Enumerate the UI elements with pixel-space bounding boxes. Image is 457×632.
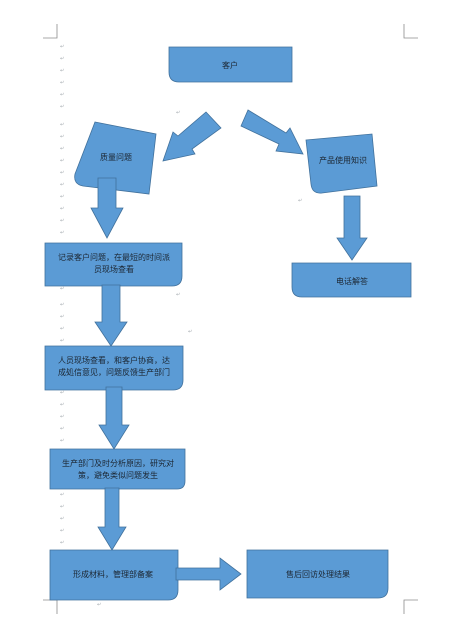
paragraph-mark: ↵ (60, 528, 64, 534)
onsite-check-line-2: 成処信意见，问题反馈生产部门 (58, 367, 170, 377)
quality-issue-box (74, 121, 157, 195)
paragraph-mark: ↵ (60, 414, 64, 420)
arrow-right-icon (175, 557, 242, 591)
paragraph-mark: ↵ (60, 516, 64, 522)
filing-label: 形成材料，管理部备案 (73, 569, 153, 579)
paragraph-mark: ↵ (60, 302, 64, 308)
phone-answer-box (291, 262, 412, 298)
paragraph-mark: ↵ (60, 104, 64, 110)
corner-mark-bottom-right (403, 599, 418, 614)
paragraph-mark: ↵ (60, 314, 64, 320)
paragraph-mark: ↵ (60, 146, 64, 152)
paragraph-mark: ↵ (60, 326, 64, 332)
page-corner-marks (43, 24, 418, 614)
paragraph-mark: ↵ (60, 504, 64, 510)
paragraph-mark: ↵ (176, 110, 180, 116)
customer-label: 客户 (222, 60, 238, 70)
production-analysis-line-1: 生产部门及时分析原因，研究对 (62, 458, 174, 468)
paragraph-mark: ↵ (298, 198, 302, 204)
quality-issue-label: 质量问题 (100, 152, 132, 162)
paragraph-mark: ↵ (60, 92, 64, 98)
onsite-check-line-1: 人员现场查看，和客户协商，达 (58, 355, 170, 365)
paragraph-mark: ↵ (60, 230, 64, 236)
onsite-check-box (44, 345, 184, 391)
paragraph-mark: ↵ (60, 134, 64, 140)
record-issue-line-1: 记录客户问题，在最短的时间派 (58, 252, 170, 262)
paragraph-mark: ↵ (60, 170, 64, 176)
arrow-down-2-icon (94, 284, 128, 347)
paragraph-mark: ↵ (60, 182, 64, 188)
corner-mark-bottom-left (43, 599, 58, 614)
paragraph-mark: ↵ (60, 438, 64, 444)
record-issue-line-2: 员现场查看 (94, 264, 134, 274)
customer-box (168, 46, 293, 83)
paragraph-mark: ↵ (60, 206, 64, 212)
record-issue-box (44, 242, 183, 287)
paragraph-mark: ↵ (60, 68, 64, 74)
paragraph-mark: ↵ (60, 44, 64, 50)
paragraph-mark: ↵ (60, 80, 64, 86)
paragraph-mark: ↵ (60, 390, 64, 396)
corner-mark-top-left (43, 24, 58, 39)
paragraph-mark: ↵ (60, 540, 64, 546)
paragraph-mark: ↵ (60, 218, 64, 224)
paragraph-mark: ↵ (60, 402, 64, 408)
paragraph-mark: ↵ (188, 329, 192, 335)
followup-label: 售后回访处理结果 (286, 569, 350, 579)
arrow-down-right-icon (336, 195, 368, 261)
paragraph-mark: ↵ (60, 194, 64, 200)
followup-box (246, 549, 389, 599)
corner-mark-top-right (403, 24, 418, 39)
paragraph-mark: ↵ (176, 292, 180, 298)
paragraph-mark: ↵ (60, 426, 64, 432)
product-knowledge-box (305, 133, 378, 194)
paragraph-mark: ↵ (60, 338, 64, 344)
paragraph-mark: ↵ (60, 158, 64, 164)
arrow-down-3-icon (98, 386, 130, 450)
paragraph-mark: ↵ (60, 122, 64, 128)
production-analysis-line-2: 策，避免类似问题发生 (78, 470, 158, 480)
arrow-to-knowledge-icon (240, 109, 304, 155)
paragraph-mark: ↵ (60, 56, 64, 62)
paragraph-mark: ↵ (60, 492, 64, 498)
paragraph-mark: ↵ (60, 286, 64, 292)
arrow-to-quality-icon (162, 111, 222, 162)
production-analysis-box (49, 448, 186, 490)
filing-box (49, 549, 179, 601)
arrow-down-4-icon (97, 487, 127, 551)
product-knowledge-label: 产品使用知识 (319, 155, 367, 165)
phone-answer-label: 电话解答 (336, 276, 368, 286)
paragraph-mark: ↵ (97, 602, 101, 608)
arrow-down-1-icon (90, 177, 124, 239)
